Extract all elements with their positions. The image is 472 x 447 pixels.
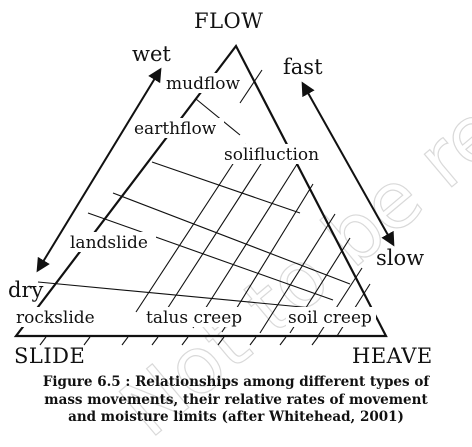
caption-line-3: and moisture limits (after Whitehead, 20… xyxy=(68,409,404,425)
zone-labels: mudflow earthflow solifluction landslide… xyxy=(14,73,376,328)
zone-label-rockslide: rockslide xyxy=(16,308,95,328)
axis-label-slow: slow xyxy=(376,246,424,270)
axis-label-fast: fast xyxy=(283,55,323,79)
axis-label-dry: dry xyxy=(8,278,43,302)
base-ticks xyxy=(39,336,319,346)
figure-caption: Figure 6.5 : Relationships among differe… xyxy=(0,374,472,427)
rate-axis-arrow xyxy=(301,81,395,247)
zone-label-mudflow: mudflow xyxy=(166,74,241,94)
moisture-axis-arrow xyxy=(36,67,162,273)
zone-label-solifluction: solifluction xyxy=(224,145,319,165)
zone-label-soil-creep: soil creep xyxy=(288,308,372,328)
axis-label-wet: wet xyxy=(132,42,171,66)
corner-label-flow: FLOW xyxy=(194,9,263,33)
corner-label-heave: HEAVE xyxy=(352,344,433,368)
caption-line-2: mass movements, their relative rates of … xyxy=(44,391,428,408)
zone-label-talus-creep: talus creep xyxy=(146,308,242,328)
corner-label-slide: SLIDE xyxy=(14,344,85,368)
caption-line-1: Figure 6.5 : Relationships among differe… xyxy=(42,374,430,390)
zone-label-earthflow: earthflow xyxy=(134,119,217,139)
zone-label-landslide: landslide xyxy=(70,233,148,253)
